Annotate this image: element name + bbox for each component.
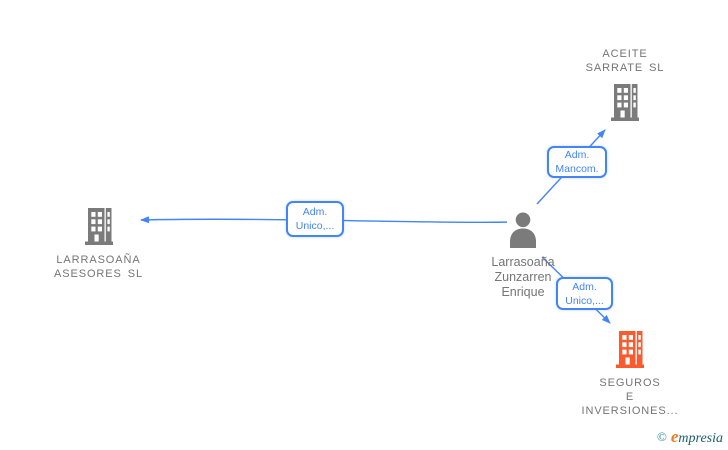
company-name-line: LARRASOAÑA [56,254,141,266]
edge-label-line: Adm. [302,206,328,218]
company-name-line: ACEITE [602,48,648,60]
brand-initial: e [670,427,679,446]
edge-label-line: Adm. [564,149,590,161]
company-name-line: SARRATE SL [585,62,665,74]
empresia-logo[interactable]: © empresia [657,427,723,447]
person-icon[interactable] [508,212,538,253]
company-name[interactable]: ACEITE SARRATE SL [555,47,695,75]
edge-label-line: Unico,... [565,294,604,307]
company-name-line: INVERSIONES... [581,405,679,417]
edge-label-adm-mancom[interactable]: Adm. Mancom. [547,146,607,178]
brand-name: mpresia [678,431,723,446]
building-icon[interactable] [84,208,113,250]
company-name[interactable]: LARRASOAÑA ASESORES SL [31,253,166,281]
edge-label-line: Unico,... [295,220,335,232]
copyright-symbol: © [656,429,667,444]
node-person-larrasoana-zunzarren[interactable]: Larrasoaña Zunzarren Enrique [468,212,578,300]
edge-label-adm-unico-right[interactable]: Adm. Unico,... [556,277,613,310]
building-icon[interactable] [611,84,639,126]
node-aceite-sarrate[interactable]: ACEITE SARRATE SL [555,47,695,126]
node-seguros-inversiones[interactable]: SEGUROS E INVERSIONES... [565,331,695,418]
company-name-line: SEGUROS [599,377,661,389]
edge-label-adm-unico-left[interactable]: Adm. Unico,... [286,201,344,237]
edge-label-line: Adm. [572,280,597,293]
edge-person-to-larrasoana [140,216,508,224]
person-name-line: Larrasoaña [491,255,555,269]
company-name[interactable]: SEGUROS E INVERSIONES... [565,376,695,418]
building-icon[interactable] [616,331,644,373]
node-larrasoana-asesores[interactable]: LARRASOAÑA ASESORES SL [31,208,166,281]
person-name-line: Enrique [501,285,545,299]
company-name-line: ASESORES SL [54,268,143,280]
edge-label-line: Mancom. [555,163,599,175]
person-name[interactable]: Larrasoaña Zunzarren Enrique [468,255,578,300]
company-name-line: E [625,391,635,403]
person-name-line: Zunzarren [494,270,552,284]
